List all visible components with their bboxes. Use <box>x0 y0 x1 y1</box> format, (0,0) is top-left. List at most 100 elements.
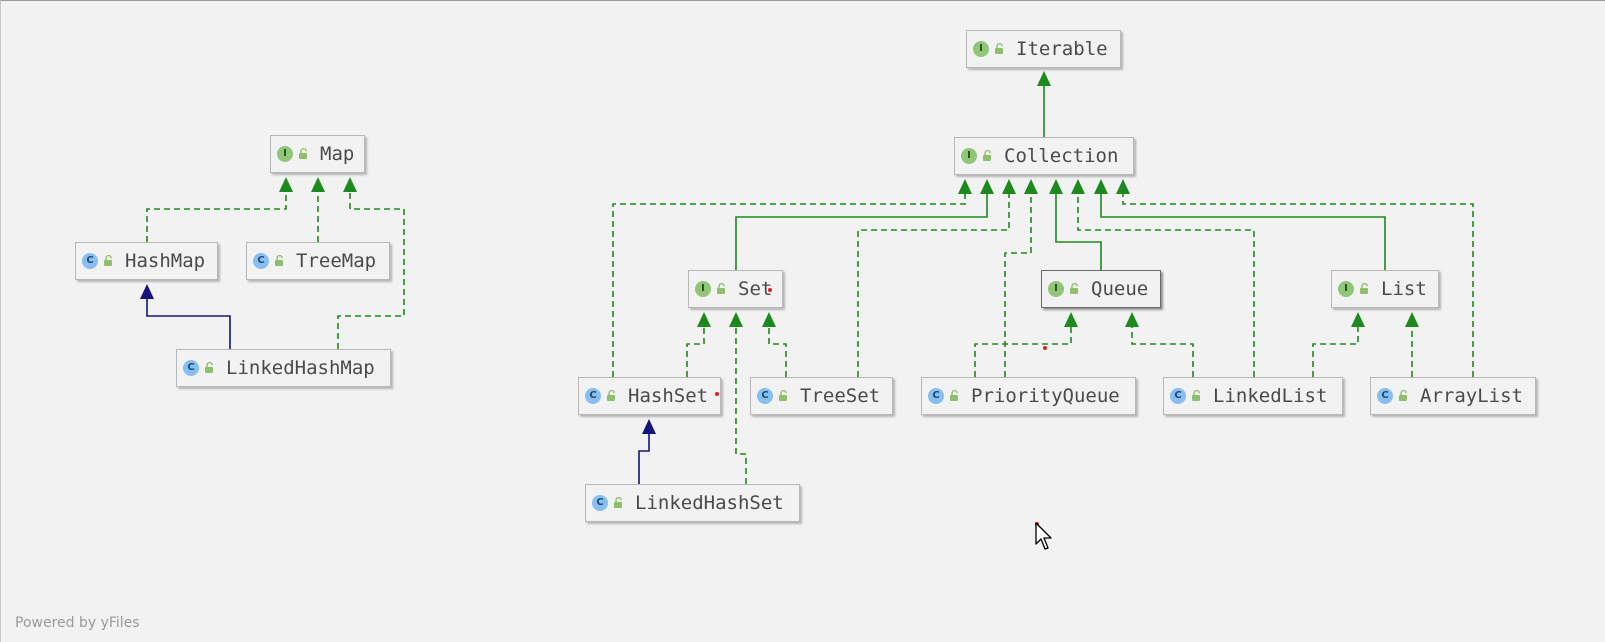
node-label: LinkedList <box>1213 385 1328 407</box>
node-label: Set <box>738 278 773 300</box>
mouse-pointer-icon <box>1035 522 1052 550</box>
arrowhead-icon <box>140 284 154 299</box>
edge-linkedhashmap-to-hashmap <box>140 284 231 349</box>
edge-linkedlist-to-queue <box>1125 312 1194 377</box>
arrowhead-icon <box>1064 312 1078 327</box>
edge-queue-to-collection <box>1049 179 1102 270</box>
node-treeset[interactable]: C TreeSet <box>750 377 893 415</box>
edge-linkedhashset-to-hashset <box>638 419 656 484</box>
arrowhead-icon <box>1037 71 1051 86</box>
edge-priorityqueue-to-collection <box>1004 179 1038 377</box>
interface-badge-icon: I <box>961 148 977 164</box>
arrowhead-icon <box>1405 312 1419 327</box>
node-label: HashMap <box>125 250 206 272</box>
edge-priorityqueue-to-queue <box>974 312 1078 377</box>
node-label: LinkedHashSet <box>635 492 784 514</box>
edge-set-to-collection <box>735 179 994 270</box>
class-badge-icon: C <box>928 388 944 404</box>
powered-by-footer: Powered by yFiles <box>15 615 140 631</box>
interface-badge-icon: I <box>277 146 293 162</box>
node-label: List <box>1381 278 1427 300</box>
unlocked-icon <box>103 252 115 271</box>
edge-linkedhashset-to-set <box>729 312 747 484</box>
node-label: TreeMap <box>296 250 377 272</box>
arrowhead-icon <box>642 419 656 434</box>
node-label: Queue <box>1091 278 1149 300</box>
arrowhead-icon <box>1351 312 1365 327</box>
unlocked-icon <box>613 494 625 513</box>
node-label: Map <box>320 143 355 165</box>
node-label: Collection <box>1004 145 1119 167</box>
unlocked-icon <box>949 387 961 406</box>
class-badge-icon: C <box>1377 388 1393 404</box>
arrowhead-icon <box>343 177 357 192</box>
arrowhead-icon <box>958 179 972 194</box>
node-priorityqueue[interactable]: C PriorityQueue <box>921 377 1136 415</box>
node-map[interactable]: I Map <box>270 135 365 173</box>
edge-hashmap-to-map <box>146 177 293 242</box>
node-linkedhashmap[interactable]: C LinkedHashMap <box>176 349 391 387</box>
unlocked-icon <box>1359 280 1371 299</box>
marker-dot <box>715 392 719 396</box>
edge-hashset-to-set <box>686 312 711 377</box>
edge-treeset-to-set <box>762 312 787 377</box>
arrowhead-icon <box>1125 312 1139 327</box>
interface-badge-icon: I <box>695 281 711 297</box>
interface-badge-icon: I <box>973 41 989 57</box>
unlocked-icon <box>778 387 790 406</box>
unlocked-icon <box>982 147 994 166</box>
node-label: PriorityQueue <box>971 385 1120 407</box>
arrowhead-icon <box>1071 179 1085 194</box>
marker-dot <box>768 288 772 292</box>
unlocked-icon <box>204 359 216 378</box>
class-badge-icon: C <box>757 388 773 404</box>
unlocked-icon <box>1398 387 1410 406</box>
edge-list-to-collection <box>1094 179 1386 270</box>
arrowhead-icon <box>1024 179 1038 194</box>
node-treemap[interactable]: C TreeMap <box>246 242 390 280</box>
edge-linkedlist-to-collection <box>1071 179 1255 377</box>
class-badge-icon: C <box>253 253 269 269</box>
edge-arraylist-to-list <box>1405 312 1419 377</box>
unlocked-icon <box>606 387 618 406</box>
unlocked-icon <box>298 145 310 164</box>
class-badge-icon: C <box>1170 388 1186 404</box>
arrowhead-icon <box>1002 179 1016 194</box>
edge-linkedlist-to-list <box>1312 312 1365 377</box>
node-label: LinkedHashMap <box>226 357 375 379</box>
arrowhead-icon <box>697 312 711 327</box>
arrowhead-icon <box>980 179 994 194</box>
arrowhead-icon <box>1116 179 1130 194</box>
edge-hashset-to-collection <box>612 179 972 377</box>
arrowhead-icon <box>762 312 776 327</box>
edge-treemap-to-map <box>311 177 325 242</box>
edge-linkedhashmap-to-map <box>337 177 405 349</box>
unlocked-icon <box>994 40 1006 59</box>
class-badge-icon: C <box>585 388 601 404</box>
node-label: Iterable <box>1016 38 1108 60</box>
node-hashmap[interactable]: C HashMap <box>75 242 218 280</box>
edge-collection-to-iterable <box>1037 71 1051 137</box>
class-badge-icon: C <box>183 360 199 376</box>
arrowhead-icon <box>1094 179 1108 194</box>
edge-arraylist-to-collection <box>1116 179 1474 377</box>
unlocked-icon <box>716 280 728 299</box>
node-linkedlist[interactable]: C LinkedList <box>1163 377 1343 415</box>
class-badge-icon: C <box>82 253 98 269</box>
node-iterable[interactable]: I Iterable <box>966 30 1121 68</box>
node-label: TreeSet <box>800 385 881 407</box>
node-set[interactable]: I Set <box>688 270 783 308</box>
unlocked-icon <box>1069 280 1081 299</box>
unlocked-icon <box>1191 387 1203 406</box>
arrowhead-icon <box>279 177 293 192</box>
edge-treeset-to-collection <box>857 179 1016 377</box>
node-collection[interactable]: I Collection <box>954 137 1134 175</box>
arrowhead-icon <box>729 312 743 327</box>
